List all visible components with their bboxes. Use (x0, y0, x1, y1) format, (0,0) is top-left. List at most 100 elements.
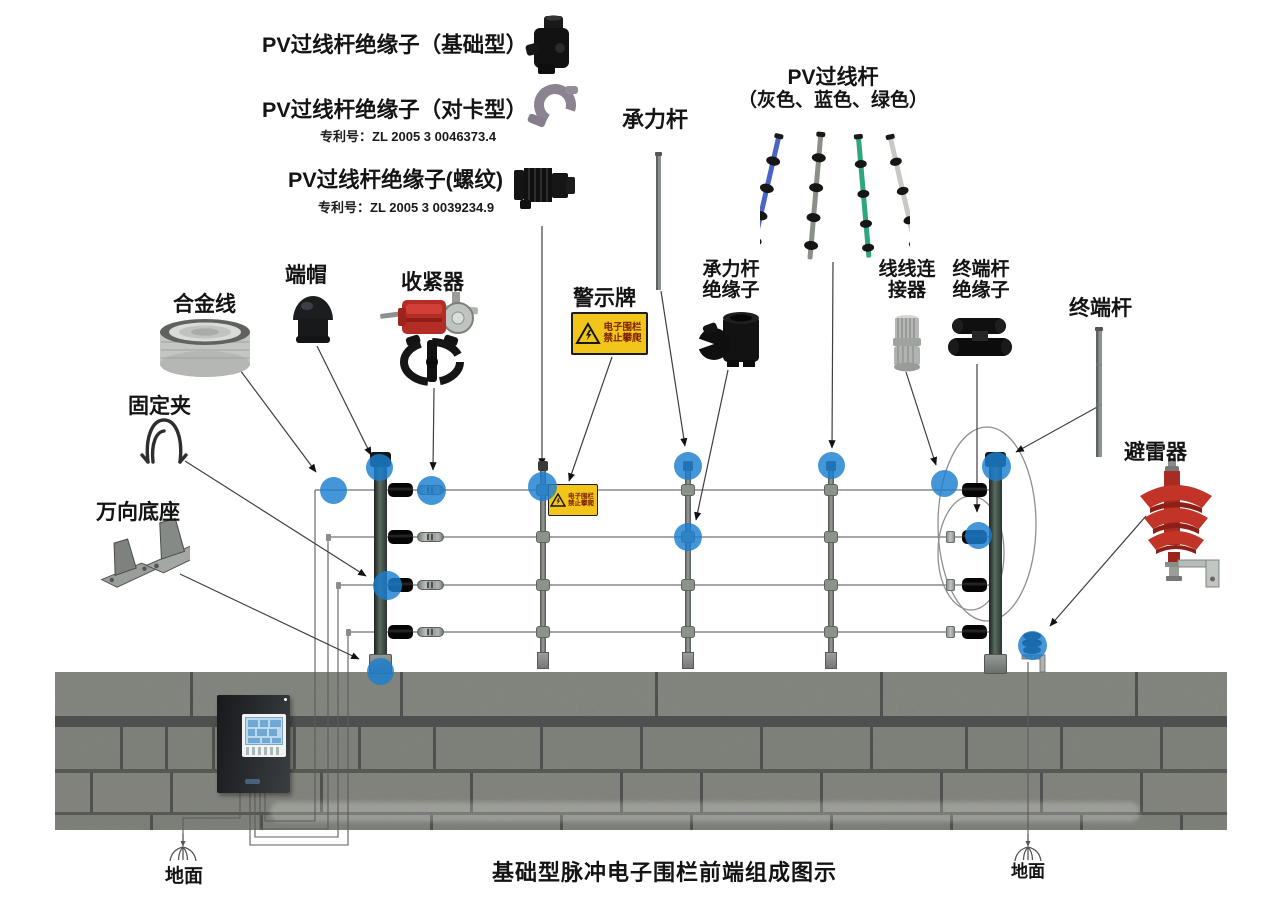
terminal-insulator (388, 625, 413, 639)
wire-connector-on-wire (946, 579, 955, 591)
label-wire-connector-line2: 接器 (887, 280, 926, 302)
load-pole-1-base (537, 652, 549, 669)
end-cap-image (293, 296, 333, 343)
highlight-universal-base (367, 658, 394, 685)
terminal-insulator (962, 578, 987, 592)
highlight-tensioner (417, 476, 446, 505)
label-load-pole-insulator-line2: 绝缘子 (702, 280, 760, 302)
label-alloy-wire: 合金线 (173, 293, 236, 316)
wire-connector-on-wire (946, 626, 955, 638)
label-tensioner: 收紧器 (401, 271, 464, 294)
pole-clip (681, 484, 695, 496)
pv-pole-colors-image (760, 131, 910, 260)
pole-clip (536, 531, 550, 543)
load-pole-2 (685, 470, 691, 660)
controller-keypad-panel (242, 714, 286, 757)
highlight-terminal-insulator (965, 522, 992, 549)
patent-number-clip: 专利号：ZL 2005 3 0046373.4 (320, 129, 497, 144)
pole-clip (681, 579, 695, 591)
pv-insulator-thread-image (514, 168, 575, 209)
label-pv-insulator-thread: PV过线杆绝缘子(螺纹) (288, 168, 504, 192)
label-warning-board: 警示牌 (573, 287, 636, 310)
controller-lcd (245, 717, 283, 745)
label-fixing-clip: 固定夹 (128, 395, 191, 418)
tensioner-image (380, 292, 479, 386)
label-terminal-insulator: 终端杆 绝缘子 (944, 259, 1018, 302)
fixing-clip-image (140, 418, 188, 464)
label-ground-right: 地面 (1011, 862, 1045, 881)
alloy-wire-image (160, 319, 250, 377)
load-pole-2-base (682, 652, 694, 669)
label-pv-pole-line1: PV过线杆 (787, 66, 879, 89)
pole-clip (824, 531, 838, 543)
label-pv-insulator-basic: PV过线杆绝缘子（基础型） (262, 33, 528, 57)
highlight-arrester (1018, 631, 1047, 660)
label-terminal-insulator-line2: 绝缘子 (952, 280, 1010, 302)
lightning-triangle-icon (575, 321, 601, 344)
terminal-insulator (962, 483, 987, 497)
pole-clip (824, 626, 838, 638)
label-terminal-pole: 终端杆 (1069, 297, 1132, 320)
highlight-load-pole-insulator (674, 523, 702, 551)
wire-connector-on-wire (946, 531, 955, 543)
wire-end-fitting (326, 534, 331, 541)
terminal-insulator-image (948, 318, 1012, 356)
arrester-image (1140, 458, 1220, 588)
load-pole-3-base (825, 652, 837, 669)
lightning-triangle-icon (550, 492, 566, 507)
label-arrester: 避雷器 (1124, 441, 1187, 464)
tensioner-on-wire (417, 580, 444, 590)
ground-symbol-left (169, 834, 197, 862)
label-wire-connector-line1: 线线连 (878, 259, 936, 280)
label-load-pole-insulator-line1: 承力杆 (702, 259, 760, 280)
terminal-pole-image (1095, 327, 1103, 457)
terminal-insulator (962, 625, 987, 639)
label-end-cap: 端帽 (285, 264, 327, 287)
wire-end-fitting (346, 629, 351, 636)
label-ground-left: 地面 (164, 866, 203, 887)
fence-controller (217, 695, 290, 793)
diagram-caption: 基础型脉冲电子围栏前端组成图示 (492, 860, 838, 885)
load-pole-1-cap (538, 461, 548, 471)
pole-clip (824, 484, 838, 496)
patent-number-thread: 专利号：ZL 2005 3 0039234.9 (318, 200, 495, 215)
label-pv-pole: PV过线杆 （灰色、蓝色、绿色） (733, 66, 933, 111)
pv-insulator-basic-image (525, 15, 569, 74)
load-pole-image (655, 152, 662, 290)
load-pole-insulator-image (697, 312, 759, 367)
label-terminal-insulator-line1: 终端杆 (952, 259, 1010, 280)
warning-board-image: 电子围栏 禁止攀爬 (571, 312, 648, 355)
load-pole-3 (828, 470, 834, 660)
label-load-pole-insulator: 承力杆 绝缘子 (694, 259, 768, 302)
universal-base-image (100, 517, 190, 588)
watermark (270, 802, 1140, 822)
label-pv-pole-line2: （灰色、蓝色、绿色） (737, 89, 928, 111)
highlight-fixing-clip (373, 571, 402, 600)
wire-end-fitting (336, 582, 341, 589)
load-pole-1 (540, 470, 546, 660)
terminal-pole-right-base (984, 654, 1007, 674)
controller-buttons (246, 747, 282, 755)
tensioner-on-wire (417, 532, 444, 542)
fence-wires (315, 489, 992, 633)
pv-insulator-clip-image (527, 84, 578, 128)
highlight-terminal-pole-top (982, 452, 1011, 481)
terminal-pole-right (989, 462, 1002, 673)
highlight-wire-connector (931, 470, 958, 497)
wire-connector-image (893, 315, 921, 372)
label-load-pole: 承力杆 (622, 107, 689, 132)
pole-clip (536, 579, 550, 591)
highlight-load-pole-top (674, 452, 702, 480)
pole-clip (681, 626, 695, 638)
controller-logo (245, 779, 260, 784)
label-wire-connector: 线线连 接器 (872, 259, 942, 302)
label-universal-base: 万向底座 (96, 501, 180, 524)
terminal-insulator (388, 530, 413, 544)
label-pv-insulator-clip: PV过线杆绝缘子（对卡型） (262, 98, 528, 122)
highlight-pv-insulator (528, 472, 557, 501)
highlight-alloy-wire (320, 477, 347, 504)
pole-clip (536, 626, 550, 638)
highlight-end-cap (366, 454, 393, 481)
terminal-insulator (388, 483, 413, 497)
terminal-pole-left (374, 462, 387, 673)
